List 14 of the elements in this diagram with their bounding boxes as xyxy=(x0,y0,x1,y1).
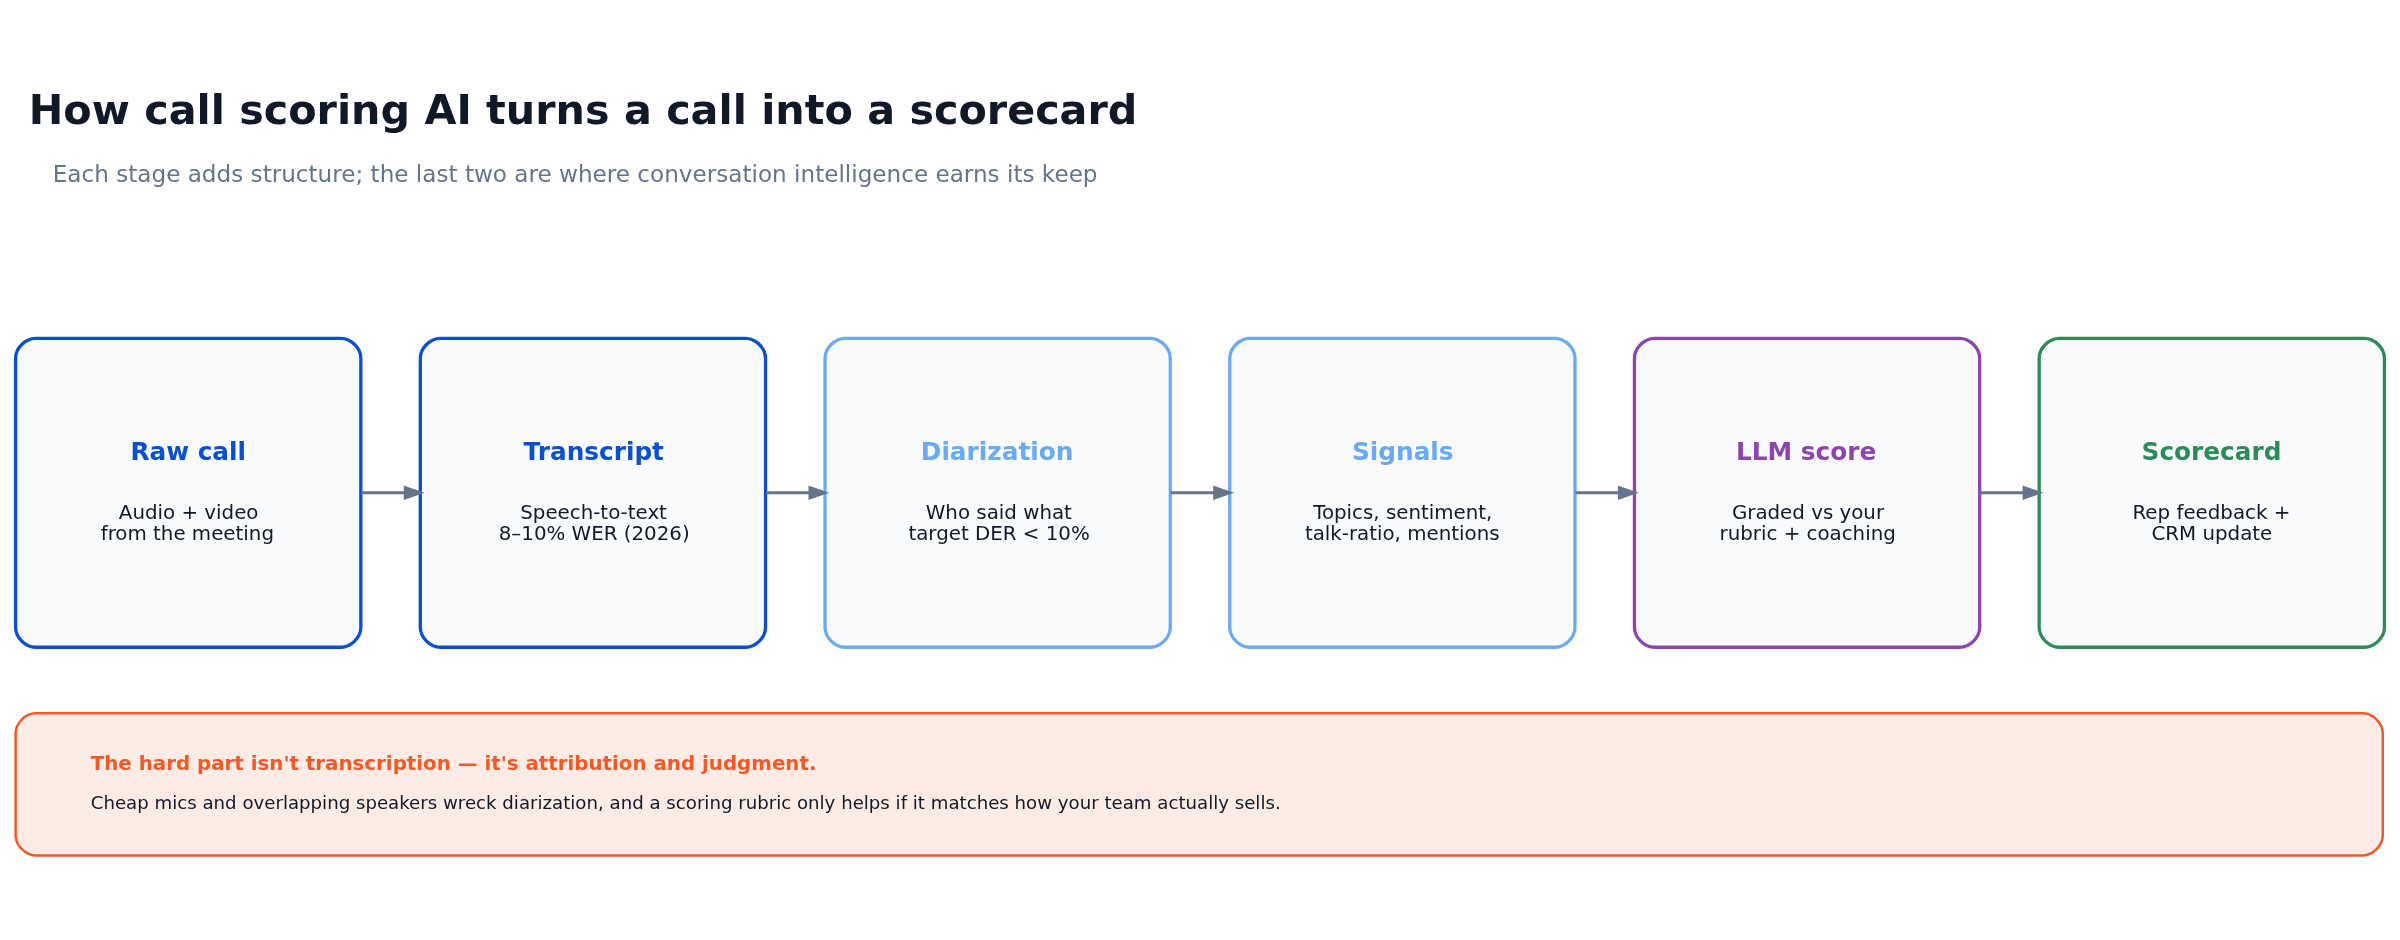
node-box: LLM score Graded vs your rubric + coaching xyxy=(1632,336,1982,649)
arrow xyxy=(1170,485,1235,500)
label: Each stage adds structure; the last two are where conversation intelligence earns its keep xyxy=(52,160,1098,187)
node-box: Signals Topics, sentiment, talk-ratio, mentions xyxy=(1228,336,1577,649)
diagram-title: How call scoring AI turns a call into a scorecard xyxy=(28,85,1138,134)
node-box: The hard part isn't transcription — it's attribution and judgment. Cheap mics and overlapping speakers wreck diarization, and a scoring rubric only helps if it matches how your team actually sells. xyxy=(14,711,2384,857)
arrow xyxy=(1980,485,2044,500)
node-box: Scorecard Rep feedback + CRM update xyxy=(2037,336,2387,649)
node-box: Transcript Speech-to-text 8–10% WER (2026) xyxy=(418,336,768,649)
arrow xyxy=(361,485,425,500)
arrow xyxy=(766,485,830,500)
node-box: Diarization Who said what target DER < 10% xyxy=(823,336,1172,649)
node-box: Raw call Audio + video from the meeting xyxy=(13,336,363,649)
arrow xyxy=(1575,485,1639,500)
